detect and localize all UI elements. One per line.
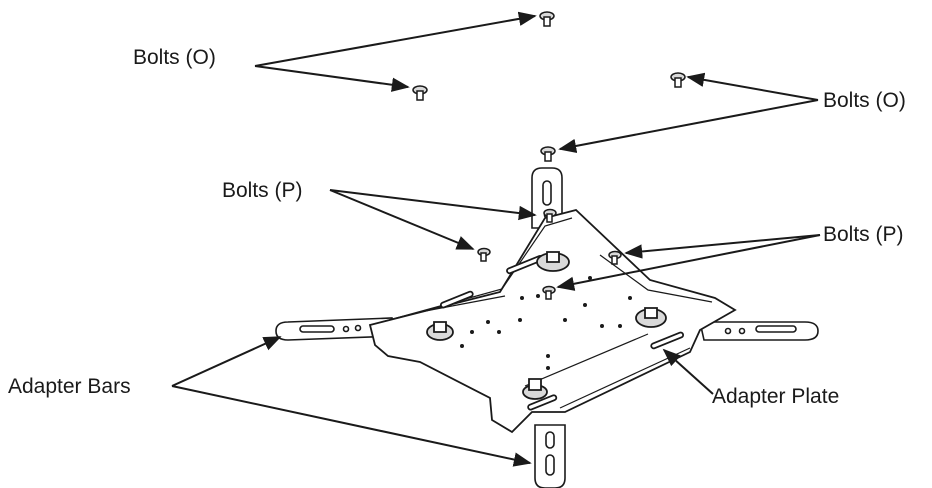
bolt-o-2 <box>412 85 428 101</box>
label-bolts-o-right: Bolts (O) <box>823 89 906 112</box>
arrow-bolts-o-right-2 <box>558 99 819 154</box>
bolt-o-4 <box>540 146 556 162</box>
adapter-plate <box>368 209 737 434</box>
leader-lines <box>171 11 821 467</box>
label-adapter-bars: Adapter Bars <box>8 375 131 398</box>
arrow-bolts-p-right-2 <box>556 234 821 291</box>
adapter-bar-bottom <box>534 424 566 488</box>
arrow-bolts-o-right-1 <box>686 72 819 101</box>
arrow-adapter-bars-1 <box>171 336 282 387</box>
arrow-bolts-p-left-1 <box>329 189 537 221</box>
bolt-p-2 <box>608 250 622 265</box>
bolt-p-1 <box>477 247 491 262</box>
arrow-bolts-o-left-2 <box>254 65 410 92</box>
adapter-bar-left <box>275 317 397 341</box>
label-bolts-p-right: Bolts (P) <box>823 223 904 246</box>
arrow-bolts-p-left-2 <box>329 189 475 250</box>
bolt-o-1 <box>539 11 555 27</box>
arrow-adapter-bars-2 <box>171 385 532 467</box>
arrow-adapter-plate <box>662 348 714 395</box>
bolt-p-3 <box>542 285 556 300</box>
label-adapter-plate: Adapter Plate <box>712 385 840 408</box>
bolt-p-4 <box>543 208 557 223</box>
arrow-bolts-p-right-1 <box>624 234 821 259</box>
label-bolts-o-left: Bolts (O) <box>133 46 216 69</box>
adapter-bar-right <box>699 321 819 341</box>
bolt-o-3 <box>670 72 686 88</box>
arrow-bolts-o-left-1 <box>254 11 537 67</box>
label-bolts-p-left: Bolts (P) <box>222 179 303 202</box>
